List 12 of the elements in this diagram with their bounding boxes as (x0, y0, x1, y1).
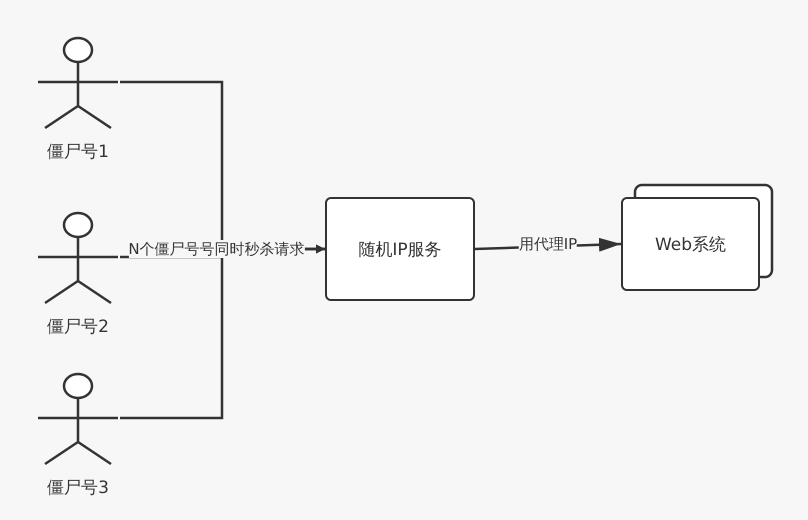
person-figure (36, 212, 120, 304)
box-label: Web系统 (654, 234, 726, 256)
actor-name: 僵尸号2 (47, 316, 109, 338)
person-figure (36, 372, 120, 466)
process-box (325, 197, 475, 301)
process-box (621, 197, 760, 291)
box-label: 随机IP服务 (358, 238, 442, 260)
edge-label: 用代理IP (518, 235, 578, 253)
actor-name: 僵尸号1 (47, 141, 109, 163)
actor-name: 僵尸号3 (47, 477, 109, 499)
edge-label: N个僵尸号号同时秒杀请求 (128, 240, 305, 258)
person-figure (36, 36, 120, 130)
